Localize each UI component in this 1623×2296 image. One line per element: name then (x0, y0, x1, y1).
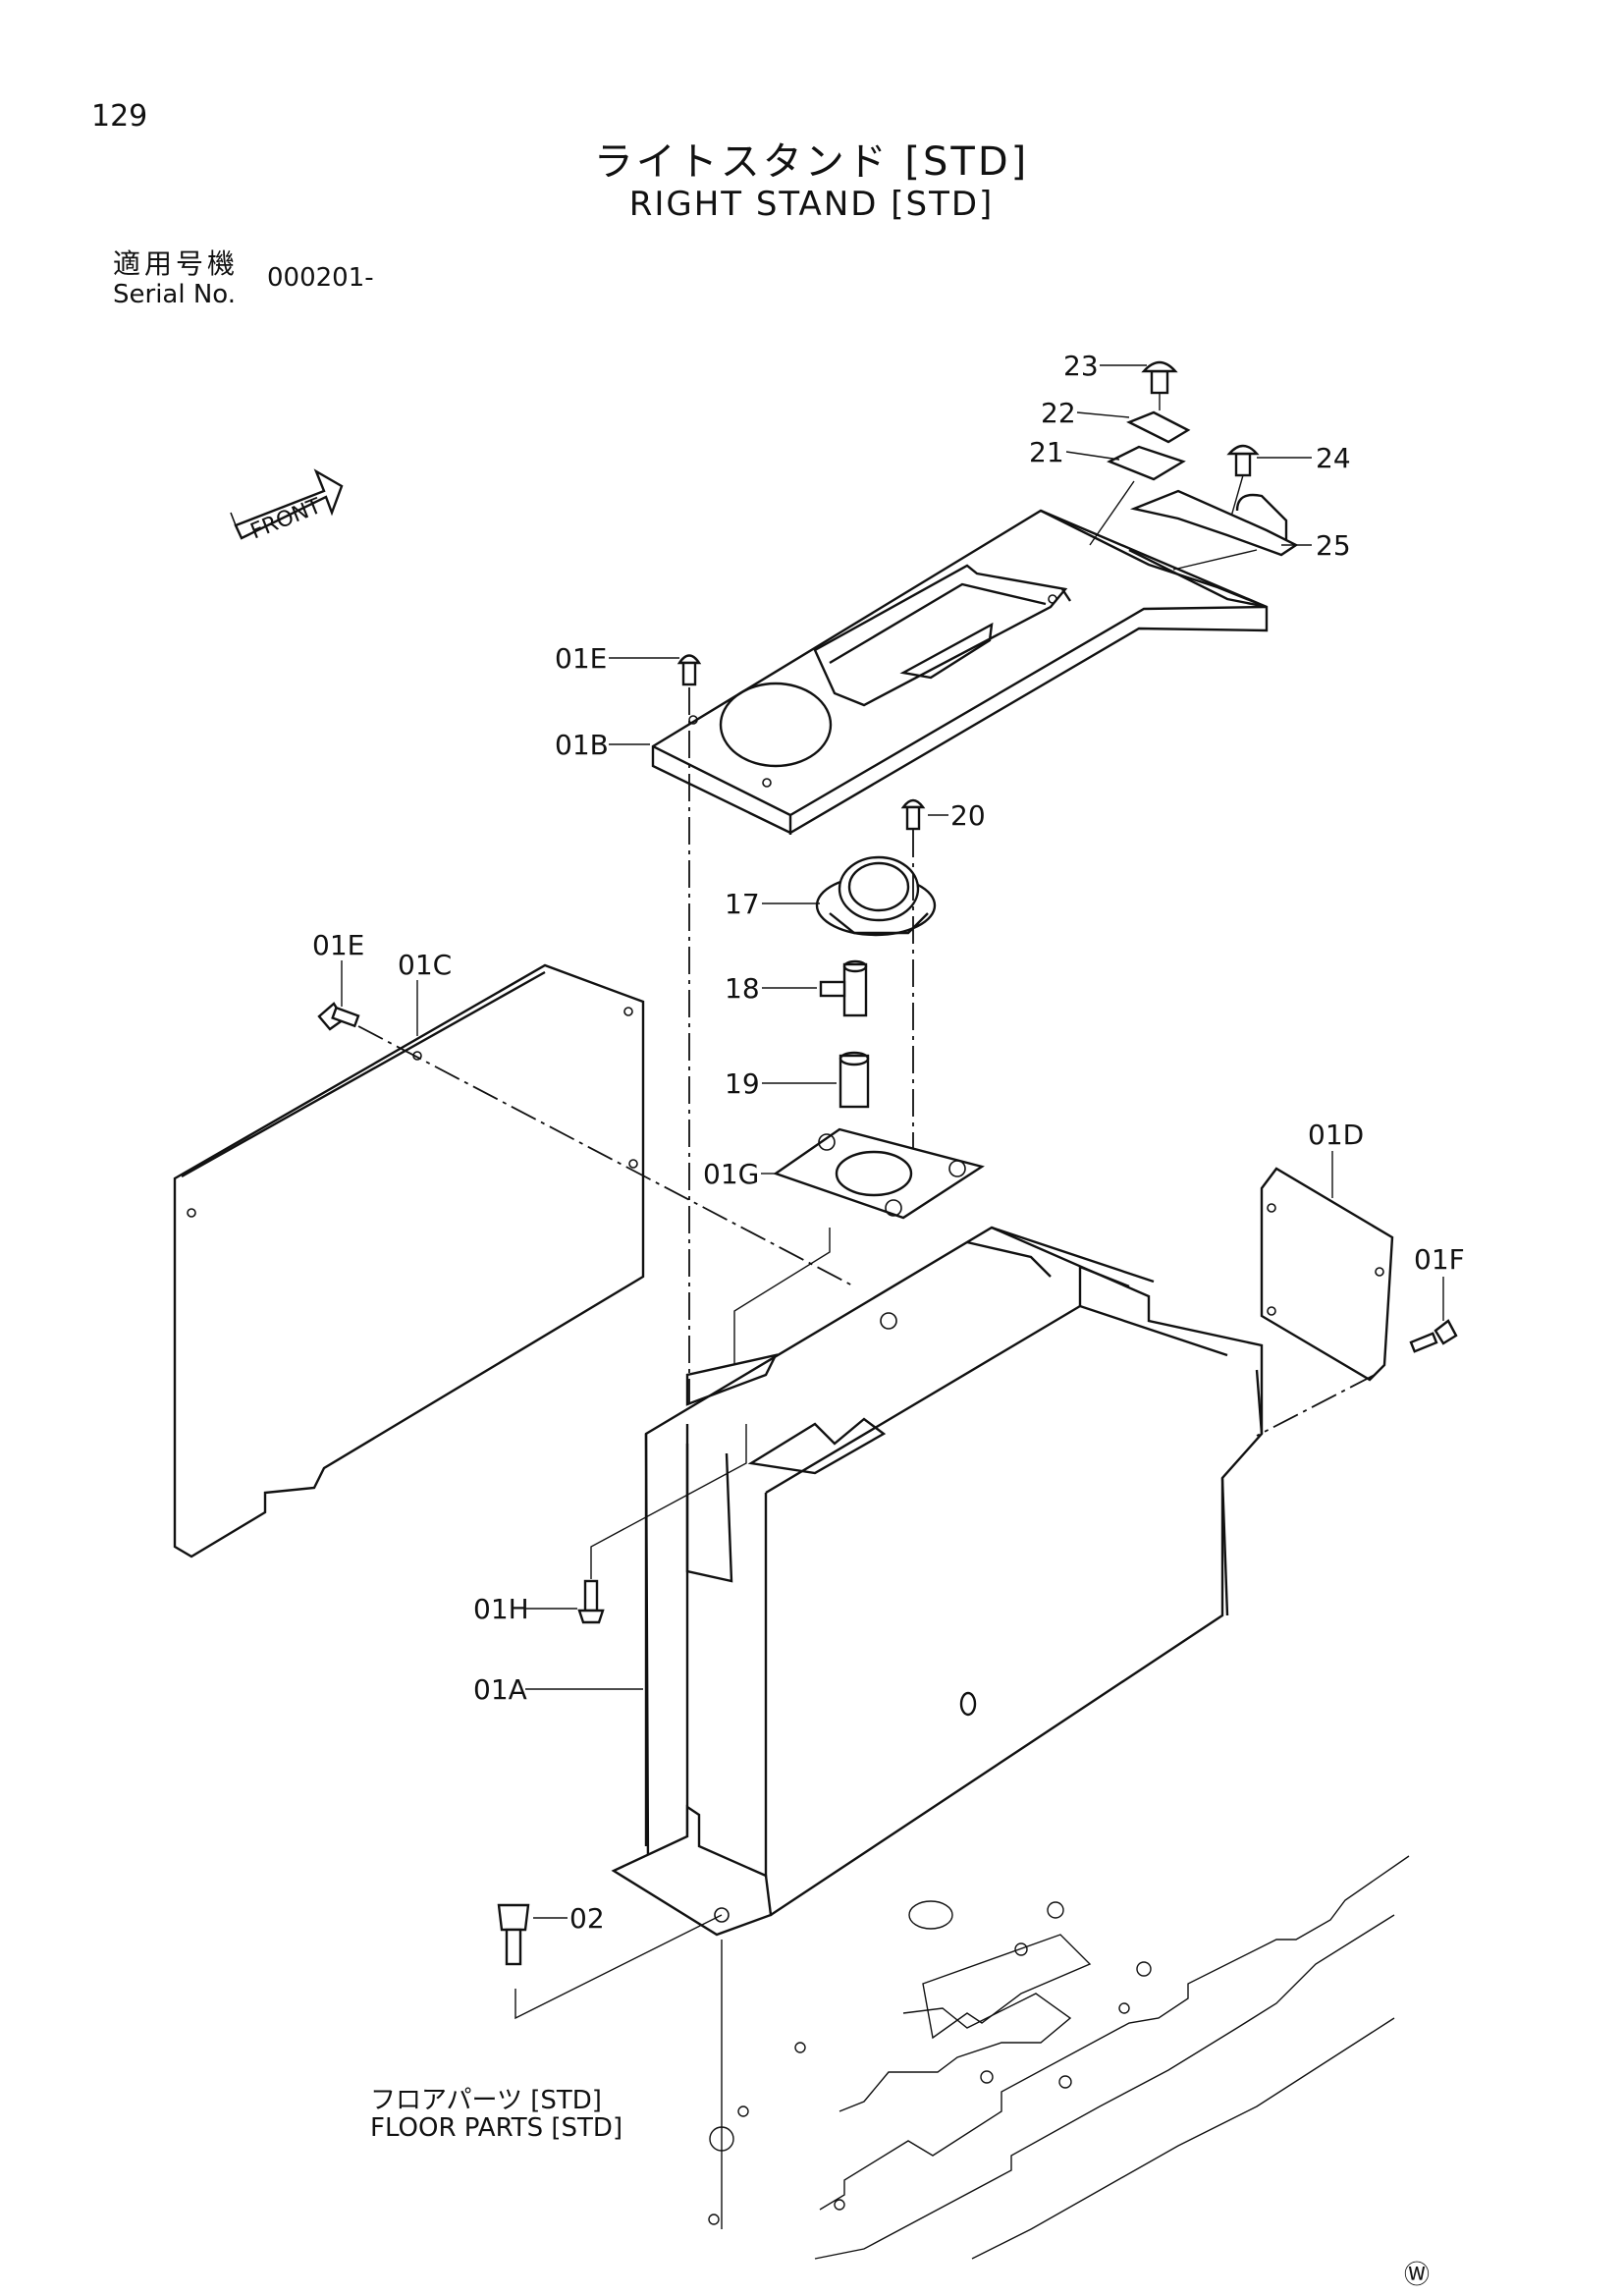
front-label: FRONT (247, 494, 326, 545)
callout-22: 22 (1041, 397, 1076, 429)
callout-01B: 01B (555, 729, 609, 761)
title-japanese: ライトスタンド [STD] (593, 139, 1030, 185)
screw-01F (1409, 1319, 1458, 1353)
serial-label-english: Serial No. (113, 280, 236, 309)
callout-01E-top: 01E (555, 642, 607, 675)
callout-23: 23 (1063, 350, 1099, 382)
title-english: RIGHT STAND [STD] (628, 185, 995, 224)
callout-01E-left: 01E (312, 929, 364, 961)
plate-01G (733, 1127, 985, 1365)
callout-01H: 01H (473, 1593, 529, 1625)
main-box-01A (611, 1226, 1264, 1937)
nut-19 (839, 1051, 870, 1109)
side-cover-01D (1256, 1167, 1394, 1437)
w-mark: Ⓦ (1404, 2261, 1431, 2290)
callout-25: 25 (1316, 529, 1351, 562)
handle-parts-24-25 (1129, 444, 1299, 571)
callout-20: 20 (950, 799, 986, 832)
screw-01E-top (676, 654, 702, 1404)
top-plate-01B (651, 509, 1269, 835)
side-cover-01C (173, 963, 645, 1558)
screw-01H (577, 1424, 747, 1624)
callout-01F: 01F (1414, 1243, 1465, 1276)
light-assembly-17 (815, 855, 937, 937)
callout-17: 17 (725, 888, 760, 920)
floor-parts-label-japanese: フロアパーツ [STD] (370, 2086, 602, 2115)
serial-number-value: 000201- (267, 263, 374, 293)
callout-02: 02 (569, 1902, 605, 1935)
screw-01E-left (317, 1002, 855, 1287)
callout-24: 24 (1316, 442, 1351, 474)
callout-21: 21 (1029, 436, 1064, 468)
callout-01C: 01C (398, 949, 452, 981)
callout-01D: 01D (1308, 1119, 1364, 1151)
serial-label-japanese: 適用号機 (113, 247, 240, 280)
page-number: 129 (91, 99, 148, 134)
screw-20 (900, 798, 926, 1198)
callout-18: 18 (725, 972, 760, 1005)
bolt-02 (497, 1903, 723, 2020)
callout-leader-lines (341, 364, 1444, 1919)
callout-01A: 01A (473, 1673, 527, 1706)
front-arrow-icon: FRONT (230, 468, 344, 545)
callout-19: 19 (725, 1067, 760, 1100)
floor-plate (708, 1855, 1410, 2260)
fitting-18 (819, 959, 868, 1017)
floor-parts-label-english: FLOOR PARTS [STD] (370, 2113, 623, 2143)
callout-01G: 01G (703, 1158, 759, 1190)
bracket-parts-21-22-23 (1089, 360, 1191, 546)
